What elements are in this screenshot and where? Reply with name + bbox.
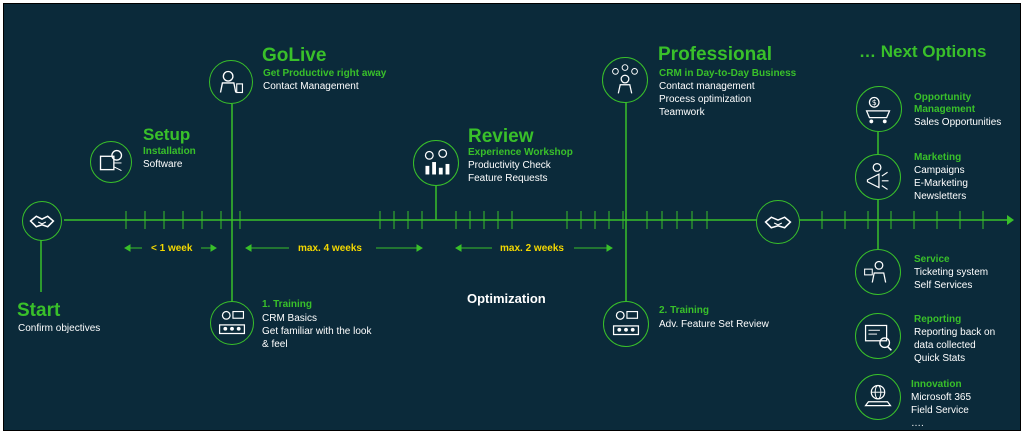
option-service-subtitle: Service (914, 254, 950, 265)
start-handshake-icon (22, 201, 62, 241)
option-innovation-description: Microsoft 365 Field Service …. (911, 392, 972, 429)
timeline-arrowhead (1007, 215, 1014, 225)
duration-review: max. 2 weeks (500, 243, 564, 254)
professional-juggling-person-icon (602, 57, 648, 103)
option-globe-laptop-icon (855, 374, 901, 420)
next-options-title: … Next Options (859, 42, 987, 61)
end-handshake-icon (756, 200, 800, 244)
option-reporting-subtitle: Reporting (914, 314, 962, 325)
start-description: Confirm objectives (18, 323, 101, 334)
duration-golive: max. 4 weeks (298, 243, 362, 254)
option-service-description: Ticketing system Self Services (914, 267, 989, 291)
option-report-magnifier-icon (855, 313, 901, 359)
golive-presenter-icon (209, 60, 253, 104)
roadmap-canvas: Start Confirm objectives Setup Installat… (3, 3, 1021, 431)
professional-subtitle: CRM in Day-to-Day Business (659, 68, 797, 79)
training2-subtitle: 2. Training (659, 305, 710, 316)
golive-subtitle: Get Productive right away (263, 68, 387, 79)
option-megaphone-icon (855, 154, 901, 200)
phase-label: Optimization (467, 291, 546, 306)
svg-text:$: $ (872, 98, 877, 107)
duration-arrows (124, 244, 613, 252)
option-opportunity-subtitle: Opportunity Management (914, 92, 976, 115)
training1-description: CRM Basics Get familiar with the look & … (262, 313, 372, 350)
review-chart-icon (413, 140, 459, 186)
review-title: Review (468, 126, 534, 147)
option-service-desk-icon (855, 249, 901, 295)
setup-subtitle: Installation (143, 146, 196, 157)
start-title: Start (17, 300, 61, 321)
training1-subtitle: 1. Training (262, 299, 313, 310)
option-marketing-description: Campaigns E-Marketing Newsletters (914, 165, 968, 202)
option-money-cart-icon: $ (856, 86, 902, 132)
setup-title: Setup (143, 125, 191, 144)
duration-setup: < 1 week (151, 243, 193, 254)
training2-classroom-icon (603, 301, 649, 347)
review-subtitle: Experience Workshop (468, 147, 573, 158)
timeline-lines (40, 100, 1014, 302)
software-installation-icon (90, 141, 132, 183)
setup-description: Software (143, 159, 183, 170)
golive-title: GoLive (262, 45, 327, 66)
training2-description: Adv. Feature Set Review (659, 319, 769, 330)
golive-description: Contact Management (263, 81, 359, 92)
option-opportunity-description: Sales Opportunities (914, 117, 1002, 128)
professional-title: Professional (658, 44, 773, 65)
review-description: Productivity Check Feature Requests (468, 160, 551, 184)
professional-description: Contact management Process optimization … (659, 81, 755, 118)
training1-classroom-icon (210, 301, 254, 345)
option-innovation-subtitle: Innovation (911, 379, 962, 390)
option-reporting-description: Reporting back on data collected Quick S… (914, 327, 996, 364)
option-marketing-subtitle: Marketing (914, 152, 962, 163)
